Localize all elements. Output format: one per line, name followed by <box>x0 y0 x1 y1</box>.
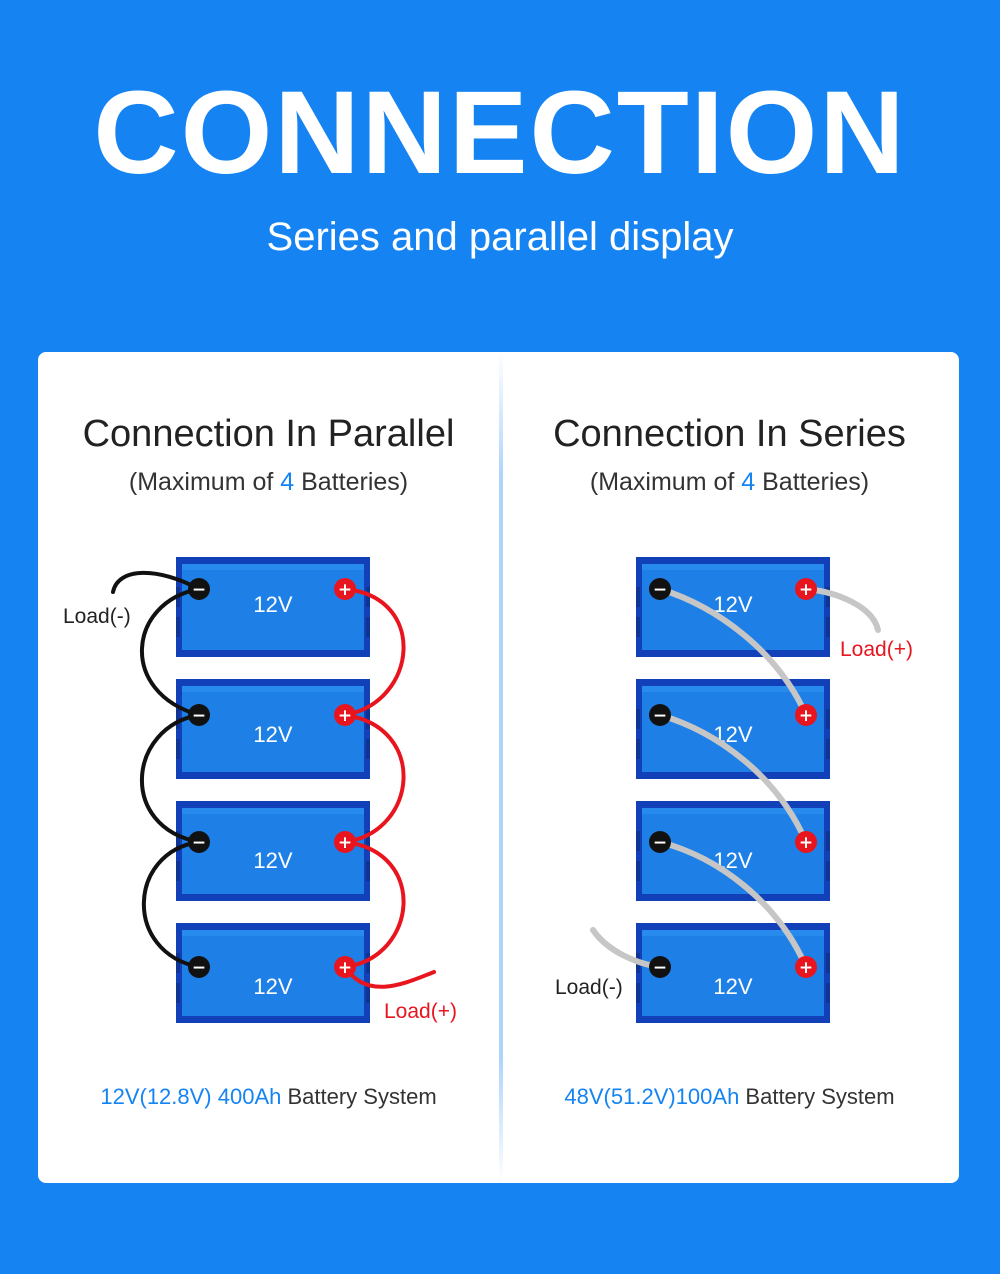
series-battery-2: 12V <box>636 679 830 779</box>
svg-text:+: + <box>338 706 352 726</box>
series-title: Connection In Series <box>553 413 906 455</box>
parallel-battery-4-label: 12V <box>253 974 292 999</box>
svg-text:+: + <box>799 958 813 978</box>
series-load-positive-label: Load(+) <box>840 638 913 661</box>
parallel-battery-2-label: 12V <box>253 722 292 747</box>
svg-text:+: + <box>338 580 352 600</box>
series-wire-2 <box>657 712 809 845</box>
parallel-title: Connection In Parallel <box>82 413 455 455</box>
battery-diagram: 12V 12V 12V 12V − + − + − + − + <box>63 557 913 1023</box>
series-batteries: 12V 12V 12V 12V <box>636 557 830 1023</box>
hero-subtitle: Series and parallel display <box>266 215 734 259</box>
parallel-battery-1-label: 12V <box>253 592 292 617</box>
series-positive-terminal-3: + <box>795 831 817 853</box>
svg-text:−: − <box>192 958 206 978</box>
svg-text:−: − <box>653 580 667 600</box>
svg-text:+: + <box>799 833 813 853</box>
parallel-battery-3: 12V <box>176 801 370 901</box>
parallel-footer-spec: 12V(12.8V) 400Ah <box>100 1084 282 1109</box>
svg-text:+: + <box>799 706 813 726</box>
parallel-positive-wire-2 <box>343 713 406 844</box>
parallel-footer-suffix: Battery System <box>281 1084 437 1109</box>
hero-title: CONNECTION <box>93 67 907 199</box>
parallel-negative-terminal-1: − <box>188 578 210 600</box>
parallel-batteries: 12V 12V 12V 12V <box>176 557 370 1023</box>
parallel-terminals: − + − + − + − + <box>188 578 356 978</box>
column-divider <box>499 352 503 1183</box>
parallel-load-positive-wire <box>343 965 436 989</box>
series-positive-terminal-2: + <box>795 704 817 726</box>
parallel-positive-terminal-4: + <box>334 956 356 978</box>
parallel-note: (Maximum of 4 Batteries) <box>38 466 499 498</box>
parallel-negative-wire-2 <box>140 713 201 844</box>
parallel-negative-terminal-4: − <box>188 956 210 978</box>
parallel-battery-3-label: 12V <box>253 848 292 873</box>
svg-text:−: − <box>653 833 667 853</box>
series-positive-terminal-1: + <box>795 578 817 600</box>
parallel-negative-wire-3 <box>141 840 201 969</box>
parallel-positive-terminal-1: + <box>334 578 356 600</box>
series-negative-terminal-3: − <box>649 831 671 853</box>
series-footer-suffix: Battery System <box>739 1084 895 1109</box>
svg-text:−: − <box>653 958 667 978</box>
svg-text:+: + <box>338 833 352 853</box>
series-positive-terminal-4: + <box>795 956 817 978</box>
series-note: (Maximum of 4 Batteries) <box>499 466 960 498</box>
parallel-negative-wire-1 <box>140 587 201 717</box>
parallel-battery-4: 12V <box>176 923 370 1023</box>
series-load-negative-label: Load(-) <box>555 976 623 999</box>
series-wire-1 <box>657 586 809 718</box>
parallel-negative-terminal-2: − <box>188 704 210 726</box>
series-negative-terminal-2: − <box>649 704 671 726</box>
svg-text:+: + <box>338 958 352 978</box>
parallel-footer: 12V(12.8V) 400Ah Battery System <box>38 1082 499 1112</box>
series-negative-terminal-4: − <box>649 956 671 978</box>
series-battery-1: 12V <box>636 557 830 657</box>
parallel-positive-terminal-3: + <box>334 831 356 853</box>
svg-text:−: − <box>192 580 206 600</box>
parallel-positive-wires <box>343 587 436 989</box>
svg-text:−: − <box>192 706 206 726</box>
series-footer: 48V(51.2V)100Ah Battery System <box>499 1082 960 1112</box>
series-footer-spec: 48V(51.2V)100Ah <box>564 1084 740 1109</box>
parallel-battery-2: 12V <box>176 679 370 779</box>
svg-text:+: + <box>799 580 813 600</box>
series-wire-3 <box>657 839 809 970</box>
parallel-note-prefix: (Maximum of <box>128 468 281 496</box>
parallel-load-negative-wire <box>111 570 201 594</box>
parallel-positive-wire-3 <box>343 840 406 969</box>
parallel-negative-wires <box>111 570 201 969</box>
diagram-panel: Connection In Parallel (Maximum of 4 Bat… <box>38 352 959 1183</box>
parallel-negative-terminal-3: − <box>188 831 210 853</box>
parallel-load-negative-label: Load(-) <box>63 605 131 628</box>
series-battery-4-label: 12V <box>713 974 752 999</box>
parallel-positive-terminal-2: + <box>334 704 356 726</box>
parallel-positive-wire-1 <box>343 587 406 717</box>
series-negative-terminal-1: − <box>649 578 671 600</box>
parallel-note-count: 4 <box>280 468 295 496</box>
parallel-battery-1: 12V <box>176 557 370 657</box>
series-battery-4: 12V <box>636 923 830 1023</box>
series-note-suffix: Batteries) <box>755 468 870 496</box>
svg-text:−: − <box>653 706 667 726</box>
svg-text:−: − <box>192 833 206 853</box>
parallel-note-suffix: Batteries) <box>294 468 409 496</box>
series-battery-1-label: 12V <box>713 592 752 617</box>
series-terminals: − + − + − + − + <box>649 578 817 978</box>
series-note-count: 4 <box>741 468 756 496</box>
parallel-load-positive-label: Load(+) <box>384 1000 457 1023</box>
series-note-prefix: (Maximum of <box>589 468 742 496</box>
